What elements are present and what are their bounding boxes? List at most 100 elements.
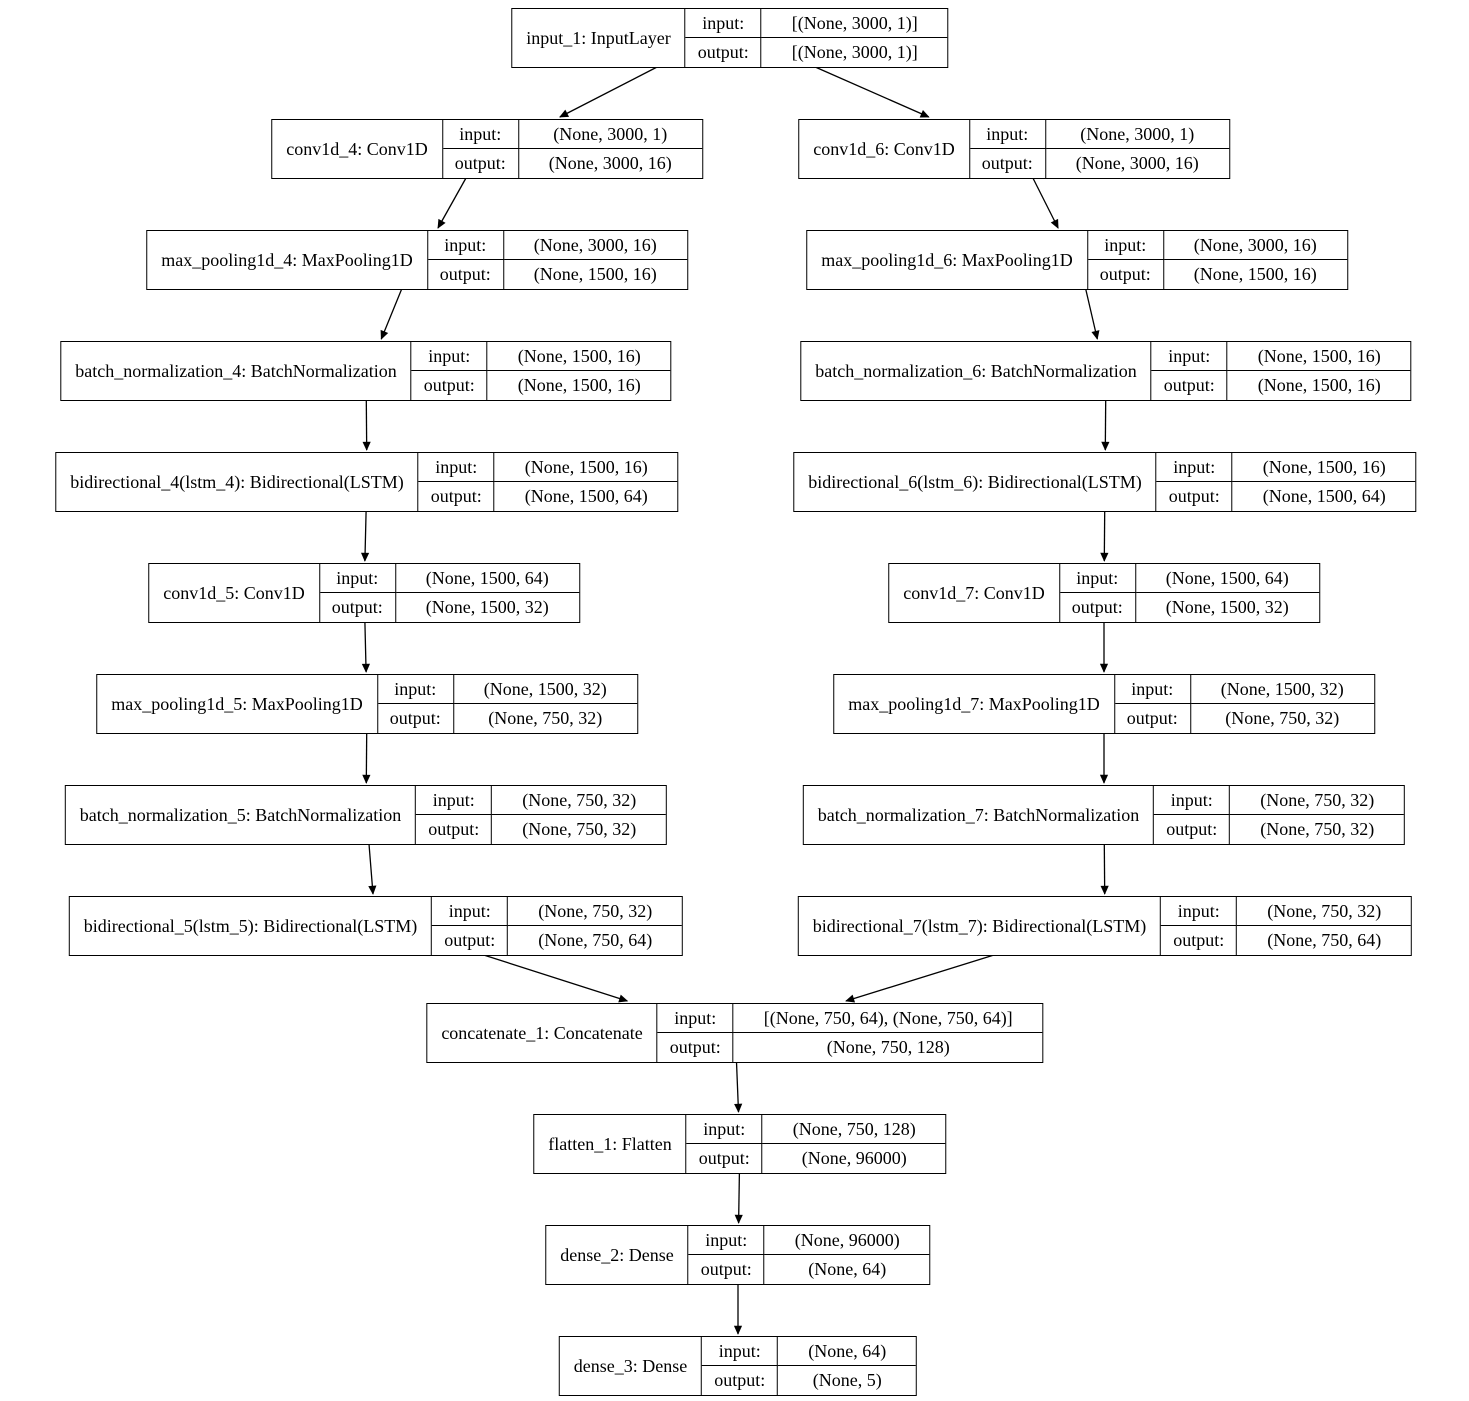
layer-io-table: input:(None, 3000, 1)output:(None, 3000,… (969, 120, 1229, 178)
layer-io-table: input:(None, 750, 128)output:(None, 9600… (686, 1115, 946, 1173)
layer-name: bidirectional_6(lstm_6): Bidirectional(L… (794, 453, 1157, 511)
output-label: output: (419, 482, 495, 511)
output-label: output: (658, 1033, 734, 1062)
output-shape: (None, 1500, 16) (533, 264, 657, 284)
input-shape: (None, 3000, 16) (503, 231, 687, 260)
output-label: output: (1060, 593, 1136, 622)
layer-name: batch_normalization_6: BatchNormalizatio… (801, 342, 1152, 400)
output-label: output: (320, 593, 396, 622)
output-shape: (None, 1500, 32) (1165, 597, 1289, 617)
edge-conv1d_5-to-max_pooling1d_5 (361, 621, 370, 673)
layer-io-table: input:(None, 3000, 16)output:(None, 1500… (1087, 231, 1347, 289)
layer-node-batch_normalization_6: batch_normalization_6: BatchNormalizatio… (800, 341, 1412, 401)
output-shape: (None, 750, 64) (538, 930, 653, 950)
edge-input_1-to-conv1d_4 (559, 66, 658, 118)
input-label: input: (1087, 231, 1164, 260)
input-label: input: (432, 897, 509, 926)
edge-concatenate_1-to-flatten_1 (734, 1061, 743, 1113)
layer-io-table: input:(None, 96000)output:(None, 64) (688, 1226, 930, 1284)
layer-name: max_pooling1d_7: MaxPooling1D (834, 675, 1115, 733)
output-label: output: (702, 1366, 779, 1395)
input-shape: [(None, 750, 64), (None, 750, 64)] (733, 1004, 1043, 1033)
input-shape: (None, 3000, 16) (1163, 231, 1347, 260)
output-label: output: (1152, 371, 1228, 400)
edge-batch_normalization_5-to-bidirectional_5 (368, 843, 377, 895)
layer-io-table: input:(None, 1500, 16)output:(None, 1500… (418, 453, 678, 511)
output-shape: (None, 750, 128) (826, 1037, 950, 1057)
layer-name: dense_3: Dense (560, 1337, 703, 1395)
layer-node-batch_normalization_4: batch_normalization_4: BatchNormalizatio… (60, 341, 672, 401)
output-shape: (None, 96000) (801, 1148, 907, 1168)
layer-node-bidirectional_5: bidirectional_5(lstm_5): Bidirectional(L… (68, 896, 684, 956)
input-label: input: (442, 120, 519, 149)
output-shape: (None, 1500, 16) (517, 375, 641, 395)
input-shape: (None, 1500, 64) (395, 564, 579, 593)
input-label: input: (657, 1004, 734, 1033)
output-label: output: (970, 149, 1046, 178)
layer-name: batch_normalization_7: BatchNormalizatio… (804, 786, 1155, 844)
edge-bidirectional_4-to-conv1d_5 (361, 510, 370, 562)
input-label: input: (702, 1337, 779, 1366)
output-shape: (None, 1500, 64) (1262, 486, 1386, 506)
input-label: input: (688, 1226, 765, 1255)
layer-name: bidirectional_5(lstm_5): Bidirectional(L… (70, 897, 433, 955)
input-label: input: (1161, 897, 1238, 926)
layer-io-table: input:(None, 750, 32)output:(None, 750, … (432, 897, 683, 955)
layer-io-table: input:(None, 1500, 32)output:(None, 750,… (1114, 675, 1374, 733)
edge-bidirectional_5-to-concatenate_1 (483, 954, 629, 1003)
edge-conv1d_4-to-max_pooling1d_4 (437, 177, 467, 229)
output-shape: (None, 750, 32) (1260, 819, 1375, 839)
layer-name: max_pooling1d_4: MaxPooling1D (147, 231, 428, 289)
input-shape: [(None, 3000, 1)] (761, 9, 948, 38)
layer-name: conv1d_4: Conv1D (272, 120, 443, 178)
layer-name: dense_2: Dense (546, 1226, 689, 1284)
layer-node-bidirectional_4: bidirectional_4(lstm_4): Bidirectional(L… (55, 452, 679, 512)
output-shape: (None, 3000, 16) (548, 153, 672, 173)
layer-io-table: input:(None, 1500, 64)output:(None, 1500… (319, 564, 579, 622)
layer-name: max_pooling1d_6: MaxPooling1D (807, 231, 1088, 289)
output-label: output: (412, 371, 488, 400)
output-shape: (None, 1500, 64) (524, 486, 648, 506)
layer-node-bidirectional_7: bidirectional_7(lstm_7): Bidirectional(L… (797, 896, 1413, 956)
input-shape: (None, 1500, 16) (1227, 342, 1411, 371)
input-shape: (None, 750, 32) (492, 786, 667, 815)
input-shape: (None, 750, 128) (762, 1115, 946, 1144)
layer-name: concatenate_1: Concatenate (427, 1004, 658, 1062)
input-shape: (None, 750, 32) (1230, 786, 1405, 815)
layer-io-table: input:(None, 750, 32)output:(None, 750, … (416, 786, 667, 844)
input-shape: (None, 1500, 16) (1232, 453, 1416, 482)
input-label: input: (1151, 342, 1228, 371)
output-label: output: (1157, 482, 1233, 511)
input-shape: (None, 1500, 16) (494, 453, 678, 482)
layer-node-batch_normalization_5: batch_normalization_5: BatchNormalizatio… (64, 785, 668, 845)
input-shape: (None, 64) (778, 1337, 917, 1366)
output-shape: (None, 1500, 16) (1257, 375, 1381, 395)
layer-io-table: input:(None, 3000, 16)output:(None, 1500… (427, 231, 687, 289)
input-label: input: (1114, 675, 1191, 704)
input-shape: (None, 1500, 32) (1190, 675, 1374, 704)
layer-name: max_pooling1d_5: MaxPooling1D (97, 675, 378, 733)
output-shape: [(None, 3000, 1)] (791, 42, 918, 62)
layer-io-table: input:(None, 3000, 1)output:(None, 3000,… (442, 120, 702, 178)
input-shape: (None, 3000, 1) (518, 120, 702, 149)
edge-flatten_1-to-dense_2 (734, 1172, 743, 1224)
output-label: output: (689, 1255, 765, 1284)
output-shape: (None, 1500, 32) (425, 597, 549, 617)
output-shape: (None, 750, 64) (1267, 930, 1382, 950)
input-label: input: (1156, 453, 1233, 482)
input-label: input: (427, 231, 504, 260)
layer-node-batch_normalization_7: batch_normalization_7: BatchNormalizatio… (802, 785, 1406, 845)
input-label: input: (377, 675, 454, 704)
input-shape: (None, 3000, 1) (1045, 120, 1229, 149)
edge-input_1-to-conv1d_6 (814, 66, 930, 118)
layer-io-table: input:(None, 1500, 16)output:(None, 1500… (411, 342, 671, 400)
input-shape: (None, 750, 32) (508, 897, 683, 926)
